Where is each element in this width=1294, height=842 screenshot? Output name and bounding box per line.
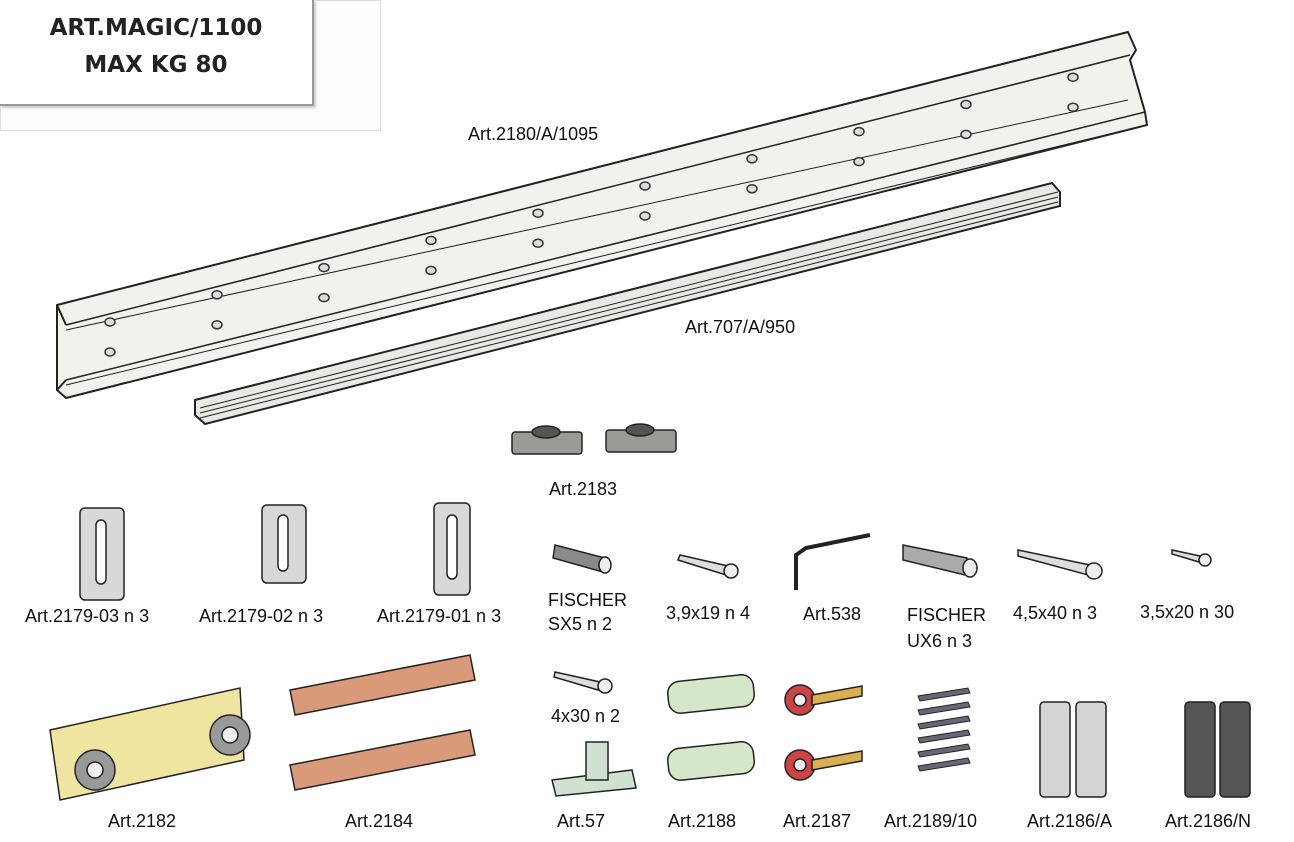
rail-hole <box>318 262 330 273</box>
label-538: Art.538 <box>803 604 862 624</box>
label-2179-01: Art.2179-01 n 3 <box>377 606 502 626</box>
shim <box>917 687 971 702</box>
label-screw-39x19: 3,9x19 n 4 <box>666 603 751 623</box>
hardware <box>552 533 1212 694</box>
rail-hole <box>104 317 116 327</box>
max-load: MAX KG 80 <box>84 52 228 78</box>
rail-hole <box>104 347 116 357</box>
label-fischer-ux6-2: UX6 n 3 <box>907 631 973 651</box>
rail-hole <box>853 156 865 167</box>
misc-parts <box>551 674 863 797</box>
shims-2189 <box>917 687 971 772</box>
label-2186-a: Art.2186/A <box>1027 811 1113 831</box>
label-screw-45x40: 4,5x40 n 3 <box>1013 603 1098 623</box>
handles-2186 <box>1039 701 1251 798</box>
label-guide: Art.707/A/950 <box>685 317 796 337</box>
rail-hole <box>853 126 865 137</box>
shim <box>917 715 971 730</box>
rail-hole <box>960 129 972 140</box>
label-fischer-sx5-1: FISCHER <box>548 590 628 610</box>
part-2183 <box>511 423 677 455</box>
brakes-2184 <box>289 654 476 791</box>
trolley-2182 <box>49 687 251 801</box>
label-2188: Art.2188 <box>668 811 737 831</box>
rail-hole <box>211 320 223 330</box>
label-2184: Art.2184 <box>345 811 414 831</box>
label-2183: Art.2183 <box>549 479 618 499</box>
rail-hole <box>532 208 544 218</box>
rail-hole <box>425 265 437 276</box>
rail-hole <box>1067 102 1079 112</box>
label-2187: Art.2187 <box>783 811 852 831</box>
label-2179-02: Art.2179-02 n 3 <box>199 606 324 626</box>
shim <box>917 701 971 716</box>
rail-holes <box>104 72 1079 357</box>
rail-hole <box>425 235 437 246</box>
label-57: Art.57 <box>557 811 606 831</box>
label-2186-n: Art.2186/N <box>1165 811 1252 831</box>
label-2179-03: Art.2179-03 n 3 <box>25 606 150 626</box>
label-2182: Art.2182 <box>108 811 177 831</box>
shim <box>917 743 971 758</box>
label-2189-10: Art.2189/10 <box>884 811 978 831</box>
rail-hole <box>746 184 758 194</box>
rail-2180 <box>56 31 1148 399</box>
rail-hole <box>639 181 651 191</box>
label-screw-35x20: 3,5x20 n 30 <box>1140 602 1235 622</box>
rail-hole <box>639 211 651 221</box>
label-fischer-sx5-2: SX5 n 2 <box>548 614 613 634</box>
rail-hole <box>1067 72 1079 82</box>
label-rail: Art.2180/A/1095 <box>468 124 599 144</box>
shim <box>917 757 971 772</box>
model-title: ART.MAGIC/1100 <box>49 15 263 41</box>
title-box: ART.MAGIC/1100 MAX KG 80 <box>0 0 314 106</box>
label-screw-4x30: 4x30 n 2 <box>551 706 621 726</box>
rail-hole <box>960 99 972 110</box>
rail-hole <box>532 238 544 248</box>
guide-707 <box>194 181 1061 426</box>
plates-2179 <box>79 502 471 601</box>
rail-hole <box>211 290 223 300</box>
rail-hole <box>318 292 330 303</box>
rail-hole <box>746 154 758 164</box>
label-fischer-ux6-1: FISCHER <box>907 605 987 625</box>
shim <box>917 729 971 744</box>
